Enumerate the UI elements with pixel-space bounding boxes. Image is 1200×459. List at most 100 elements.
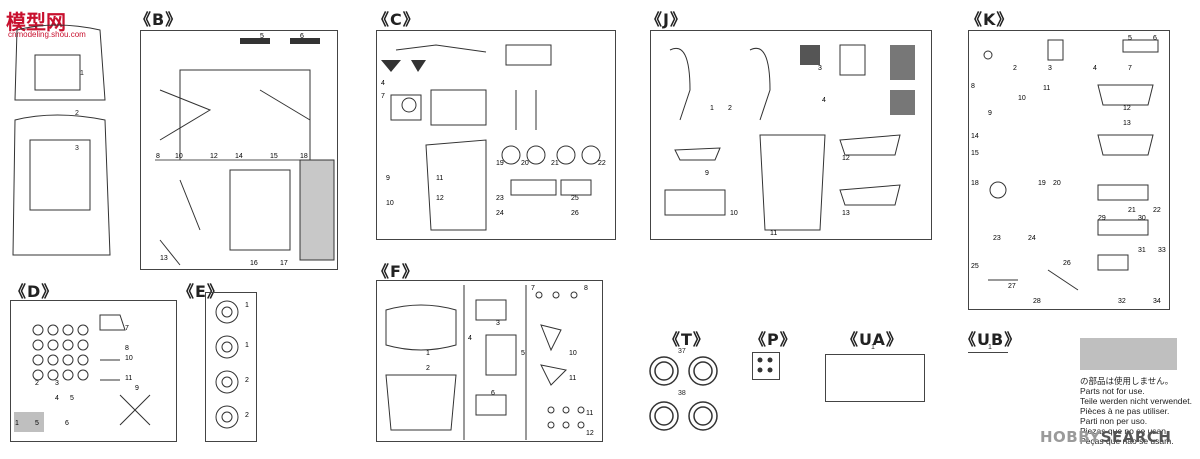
svg-text:11: 11	[1043, 85, 1050, 92]
svg-text:4: 4	[55, 395, 59, 402]
svg-text:5: 5	[1128, 35, 1132, 42]
svg-text:4: 4	[822, 97, 826, 104]
svg-text:8: 8	[584, 285, 588, 292]
section-e-frame	[205, 292, 257, 442]
svg-text:12: 12	[842, 155, 850, 162]
notice-line-jp: の部品は使用しません。	[1080, 376, 1174, 386]
unused-parts-notice: の部品は使用しません。 Parts not for use. Teile wer…	[1080, 376, 1200, 446]
section-ub-underline	[968, 352, 1008, 353]
section-e-wheels: 11 22	[215, 300, 249, 429]
svg-text:21: 21	[1128, 207, 1136, 214]
svg-text:23: 23	[496, 195, 504, 202]
svg-text:23: 23	[993, 235, 1001, 242]
svg-text:3: 3	[55, 380, 59, 387]
svg-text:3: 3	[818, 65, 822, 72]
watermark-brand: HOBBY	[1040, 428, 1101, 446]
svg-text:8: 8	[156, 153, 160, 160]
section-c-title: 《C》	[373, 10, 420, 29]
section-t-title: 《T》	[664, 330, 710, 349]
svg-text:4: 4	[381, 80, 385, 87]
svg-text:5: 5	[70, 395, 74, 402]
svg-text:2: 2	[1013, 65, 1017, 72]
svg-text:7: 7	[531, 285, 535, 292]
svg-text:22: 22	[598, 160, 606, 167]
svg-text:16: 16	[250, 260, 258, 267]
svg-text:11: 11	[436, 175, 443, 182]
svg-text:6: 6	[1153, 35, 1157, 42]
svg-text:15: 15	[270, 153, 278, 160]
svg-text:26: 26	[571, 210, 579, 217]
svg-text:6: 6	[491, 390, 495, 397]
svg-text:10: 10	[730, 210, 738, 217]
svg-text:1: 1	[426, 350, 430, 357]
svg-text:25: 25	[571, 195, 579, 202]
svg-text:2: 2	[35, 380, 39, 387]
svg-text:13: 13	[1123, 120, 1131, 127]
svg-text:2: 2	[728, 105, 732, 112]
svg-text:4: 4	[1093, 65, 1097, 72]
svg-text:8: 8	[971, 83, 975, 90]
svg-text:7: 7	[1128, 65, 1132, 72]
svg-text:2: 2	[245, 377, 249, 384]
svg-text:14: 14	[971, 133, 979, 140]
svg-text:2: 2	[75, 110, 79, 117]
svg-text:5: 5	[260, 33, 264, 40]
svg-text:4: 4	[468, 335, 472, 342]
svg-text:12: 12	[1123, 105, 1131, 112]
notice-line-es: Piezas que no se usan.	[1080, 426, 1169, 436]
svg-text:10: 10	[386, 200, 394, 207]
svg-text:28: 28	[1033, 298, 1041, 305]
svg-text:10: 10	[1018, 95, 1026, 102]
svg-text:32: 32	[1118, 298, 1126, 305]
svg-text:7: 7	[125, 325, 129, 332]
svg-text:12: 12	[210, 153, 218, 160]
section-ub-label: 1	[988, 344, 992, 351]
svg-text:18: 18	[971, 180, 979, 187]
svg-text:1: 1	[245, 342, 249, 349]
svg-text:5: 5	[35, 420, 39, 427]
notice-line-de: Teile werden nicht verwendet.	[1080, 396, 1192, 406]
svg-text:13: 13	[842, 210, 850, 217]
svg-text:18: 18	[300, 153, 308, 160]
section-p-frame	[752, 352, 780, 380]
notice-line-pt: Peças que não se usam.	[1080, 436, 1174, 446]
svg-text:20: 20	[1053, 180, 1061, 187]
section-t-label-38: 38	[678, 390, 686, 397]
svg-text:8: 8	[125, 345, 129, 352]
body-sketch: 1 2 3	[12, 24, 111, 256]
section-f-title: 《F》	[373, 262, 419, 281]
svg-text:33: 33	[1158, 247, 1166, 254]
notice-line-fr: Pièces à ne pas utiliser.	[1080, 406, 1170, 416]
section-ub-title: 《UB》	[960, 330, 1022, 349]
section-k-frame	[968, 30, 1170, 310]
section-b-title: 《B》	[135, 10, 183, 29]
svg-text:10: 10	[569, 350, 577, 357]
svg-text:27: 27	[1008, 283, 1016, 290]
site-logo: 模型网	[6, 10, 66, 34]
svg-text:9: 9	[705, 170, 709, 177]
svg-text:26: 26	[1063, 260, 1071, 267]
svg-text:11: 11	[586, 410, 593, 417]
svg-text:3: 3	[496, 320, 500, 327]
svg-text:11: 11	[770, 230, 777, 237]
section-ua-title: 《UA》	[842, 330, 903, 349]
svg-text:25: 25	[971, 263, 979, 270]
svg-text:12: 12	[586, 430, 594, 437]
watermark-rest: SEARCH	[1100, 428, 1172, 446]
svg-text:3: 3	[75, 145, 79, 152]
svg-text:11: 11	[125, 375, 132, 382]
svg-text:30: 30	[1138, 215, 1146, 222]
section-b-frame	[140, 30, 338, 270]
section-p-title: 《P》	[750, 330, 797, 349]
svg-text:3: 3	[1048, 65, 1052, 72]
svg-text:10: 10	[175, 153, 183, 160]
svg-text:1: 1	[245, 302, 249, 309]
section-j-title: 《J》	[646, 10, 687, 29]
svg-text:7: 7	[381, 93, 385, 100]
watermark: HOBBYSEARCH	[1040, 428, 1172, 446]
